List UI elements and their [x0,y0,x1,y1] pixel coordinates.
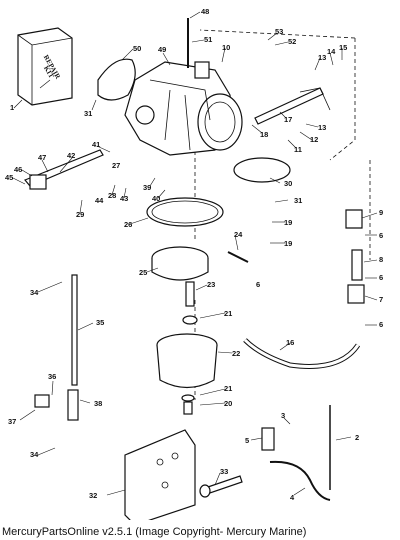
callout-8: 8 [379,255,383,264]
callout-1: 1 [10,103,14,112]
callout-32: 32 [89,491,97,500]
callout-53: 53 [275,27,283,36]
copyright-footer: MercuryPartsOnline v2.5.1 (Image Copyrig… [2,526,307,538]
callout-4: 4 [290,493,295,502]
callout-17: 17 [284,115,292,124]
choke-lever [24,149,104,190]
callout-37: 37 [8,417,16,426]
callout-41: 41 [92,140,100,149]
callout-43: 43 [120,194,128,203]
callout-21b: 21 [224,384,232,393]
callout-16: 16 [286,338,294,347]
callout-6a: 6 [379,231,383,240]
callout-5: 5 [245,436,249,445]
callout-50: 50 [133,44,141,53]
callout-31b: 31 [294,196,302,205]
throttle-plate [233,157,291,183]
cover-screw [199,475,243,498]
callout-22: 22 [232,349,240,358]
bowl-screw [181,394,195,415]
callout-25: 25 [139,268,147,277]
callout-42: 42 [67,151,75,160]
repair-kit-box: REPAIR KIT [17,27,73,106]
callout-14: 14 [327,47,336,56]
callout-45: 45 [5,173,13,182]
callout-13b: 13 [318,53,326,62]
callout-10: 10 [222,43,230,52]
callout-19b: 19 [284,239,292,248]
callout-7: 7 [379,295,383,304]
callout-26: 26 [124,220,132,229]
callout-9: 9 [379,208,383,217]
callout-36: 36 [48,372,56,381]
callout-23: 23 [207,280,215,289]
callout-3: 3 [281,411,285,420]
callout-19a: 19 [284,218,292,227]
callout-35: 35 [96,318,104,327]
callout-40: 40 [152,194,160,203]
callout-11: 11 [294,145,302,154]
float-bowl [156,333,218,389]
throttle-shaft [254,87,331,125]
callout-38: 38 [94,399,102,408]
callout-49: 49 [158,45,166,54]
carburetor-exploded-diagram: REPAIR KIT [5,7,383,520]
callout-31a: 31 [84,109,92,118]
linkage-rod [34,274,79,421]
carburetor-body [124,61,243,156]
callout-6c: 6 [379,320,383,329]
callout-29: 29 [76,210,84,219]
top-gasket [97,58,136,101]
callout-30: 30 [284,179,292,188]
callout-34b: 34 [30,450,39,459]
callout-27: 27 [112,161,120,170]
callout-34a: 34 [30,288,39,297]
callout-2: 2 [355,433,359,442]
callout-33: 33 [220,467,228,476]
bowl-gasket [146,197,224,227]
leader-lines [12,11,378,496]
callout-12: 12 [310,135,318,144]
callout-28: 28 [108,191,116,200]
callout-44: 44 [95,196,104,205]
callout-46: 46 [14,165,22,174]
cable [261,427,331,501]
callout-51: 51 [204,35,212,44]
callout-6b: 6 [379,273,383,282]
small-rod [227,251,249,263]
callout-labels: 1 2 3 4 5 6 6 6 6 7 8 9 10 11 12 13 13 1… [5,7,383,502]
callout-21a: 21 [224,309,232,318]
callout-13a: 13 [318,123,326,132]
main-jet [182,281,198,325]
callout-20: 20 [224,399,232,408]
callout-6d: 6 [256,280,260,289]
cover-plate [124,429,196,520]
callout-24: 24 [234,230,243,239]
callout-47: 47 [38,153,46,162]
callout-18: 18 [260,130,268,139]
callout-15: 15 [339,43,347,52]
float [151,246,209,281]
callout-52: 52 [288,37,296,46]
callout-39: 39 [143,183,151,192]
callout-48: 48 [201,7,209,16]
fuel-hose [243,209,365,369]
